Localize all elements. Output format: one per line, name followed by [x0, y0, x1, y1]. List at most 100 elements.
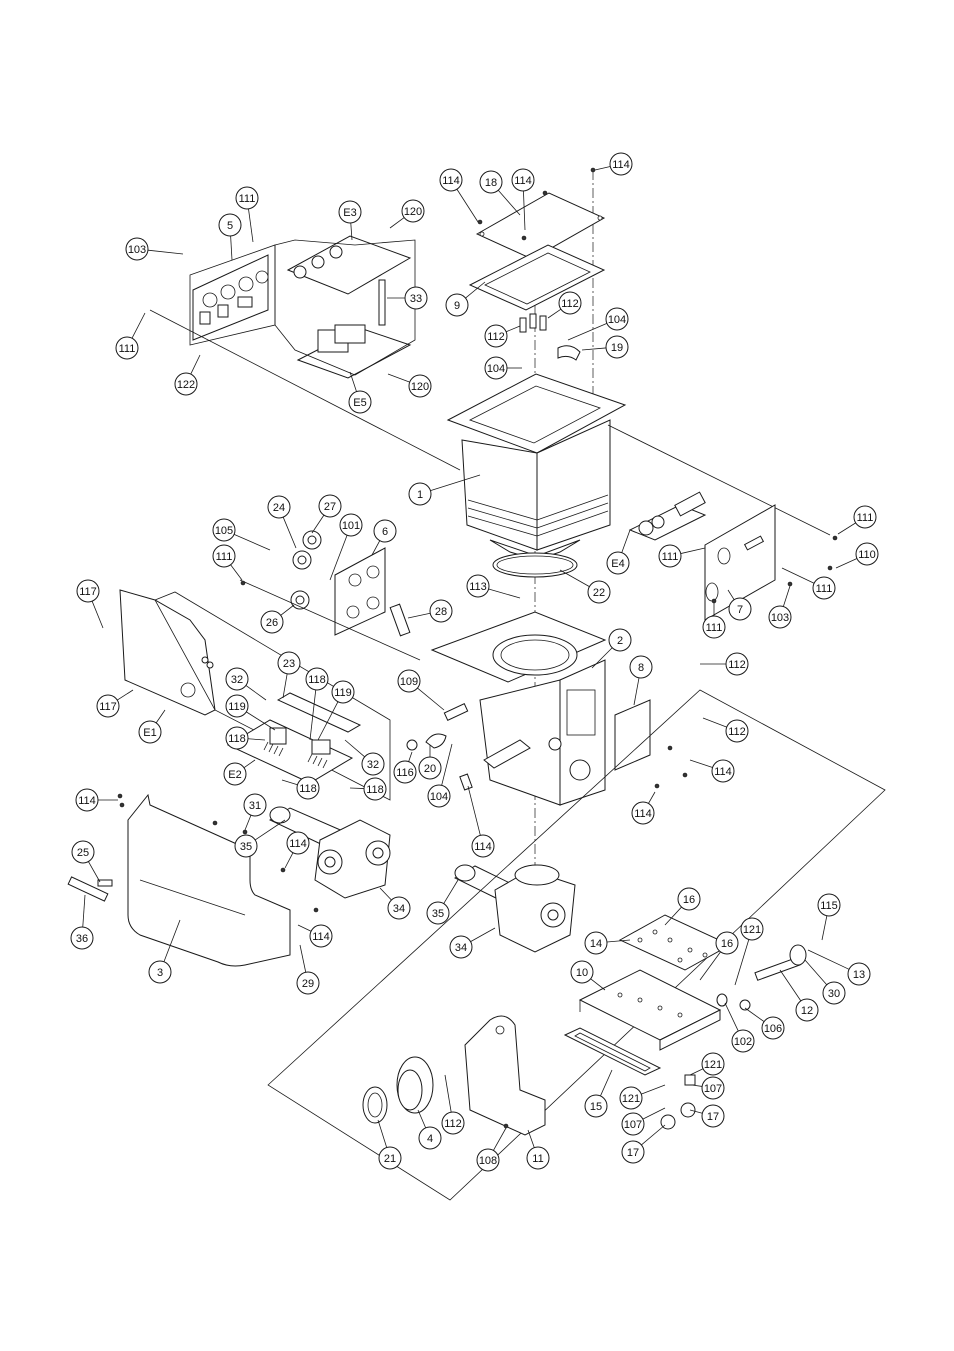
callout-111d: 111: [658, 544, 706, 568]
callout-114b: 114: [511, 168, 535, 231]
callout-111a: 111: [235, 186, 259, 243]
callout-114f: 114: [467, 785, 495, 858]
callout-119a: 119: [225, 694, 276, 731]
callout-label: 118: [228, 733, 246, 745]
callout-23: 23: [277, 651, 301, 699]
callout-20: 20: [418, 745, 442, 780]
callout-114d: 114: [689, 759, 735, 783]
callout-104c: 104: [427, 743, 453, 808]
callout-label: 105: [215, 525, 233, 537]
callout-111g: 111: [212, 544, 243, 581]
callout-24: 24: [267, 495, 297, 549]
callout-28: 28: [407, 599, 453, 623]
panel-5-assembly: [149, 235, 461, 471]
callout-103a: 103: [125, 237, 184, 261]
callout-121b: 121: [689, 1052, 725, 1076]
callout-label: 7: [737, 604, 743, 616]
callout-111e: 111: [781, 567, 836, 600]
callout-35a: 35: [234, 819, 286, 858]
callout-10: 10: [570, 960, 606, 991]
callout-121c: 121: [619, 1084, 666, 1110]
callout-label: 114: [442, 175, 460, 187]
callout-label: 118: [308, 674, 326, 686]
callout-32b: 32: [344, 739, 385, 776]
gasket-9: [468, 244, 606, 311]
callout-121a: 121: [734, 917, 764, 986]
plate-14: [618, 914, 732, 971]
callout-label: 117: [79, 586, 97, 598]
callout-label: 120: [404, 206, 422, 218]
callout-label: 112: [561, 298, 579, 310]
callout-label: 106: [764, 1023, 782, 1035]
callout-7: 7: [727, 589, 752, 621]
callout-label: 102: [734, 1036, 752, 1048]
callout-118d: 118: [349, 777, 387, 801]
callout-26: 26: [260, 604, 295, 634]
callout-label: 110: [858, 549, 876, 561]
callout-13: 13: [807, 949, 871, 986]
callout-17b: 17: [621, 1124, 666, 1164]
callout-label: 114: [714, 766, 732, 778]
callout-15: 15: [584, 1069, 613, 1118]
callout-label: 111: [239, 193, 256, 205]
bracket-2: [430, 611, 607, 806]
callout-label: 4: [427, 1133, 433, 1145]
callout-112d: 112: [702, 717, 749, 743]
bracket-11: [464, 1015, 546, 1136]
callout-label: 112: [728, 659, 746, 671]
callout-label: 120: [411, 381, 429, 393]
callout-118b: 118: [225, 726, 266, 750]
callout-label: 104: [430, 791, 448, 803]
callout-label: 3: [157, 967, 163, 979]
board-e2-assembly: [226, 692, 362, 784]
callout-110: 110: [835, 542, 879, 569]
callout-114e: 114: [631, 791, 656, 825]
callout-12: 12: [779, 969, 819, 1022]
callout-label: 34: [393, 903, 405, 915]
callout-118c: 118: [281, 776, 320, 800]
plate-8: [614, 699, 651, 771]
callout-label: 114: [474, 841, 492, 853]
callout-label: 20: [424, 763, 436, 775]
callout-label: 21: [384, 1153, 396, 1165]
callout-107a: 107: [691, 1076, 725, 1100]
screw-set-112: [519, 313, 581, 361]
callout-label: E3: [343, 207, 356, 219]
callout-label: 104: [608, 314, 626, 326]
callout-label: 114: [78, 795, 96, 807]
callout-label: 22: [593, 587, 605, 599]
callout-25: 25: [71, 840, 101, 883]
callout-109: 109: [397, 669, 445, 711]
callout-116: 116: [393, 751, 417, 784]
callout-label: 17: [627, 1147, 639, 1159]
callout-9: 9: [445, 281, 486, 317]
callout-112c: 112: [700, 652, 749, 676]
callout-label: E2: [228, 769, 241, 781]
callout-label: 111: [706, 622, 723, 634]
callout-label: 103: [128, 244, 146, 256]
callout-label: 33: [410, 293, 422, 305]
callout-6: 6: [371, 519, 397, 556]
callout-32a: 32: [225, 667, 267, 701]
callout-117a: 117: [76, 579, 104, 629]
callout-label: 35: [240, 841, 252, 853]
callout-label: 111: [662, 551, 679, 563]
callout-label: 26: [266, 617, 278, 629]
callout-8: 8: [629, 655, 653, 706]
cover-plate-18: [475, 192, 606, 260]
callout-1: 1: [408, 474, 481, 506]
callout-label: 31: [249, 800, 261, 812]
callout-label: 107: [704, 1083, 722, 1095]
callout-E3: E3: [338, 200, 362, 241]
callout-112a: 112: [547, 291, 582, 319]
callout-label: 11: [532, 1153, 543, 1165]
callout-label: 113: [469, 581, 487, 593]
connector-plate-6: [239, 530, 421, 661]
callout-label: 25: [77, 847, 89, 859]
callout-27: 27: [311, 494, 342, 534]
fasteners: [117, 167, 838, 1129]
callout-label: 23: [283, 658, 295, 670]
callout-label: 111: [816, 583, 833, 595]
callout-label: 101: [342, 520, 360, 532]
callout-label: 13: [853, 969, 865, 981]
